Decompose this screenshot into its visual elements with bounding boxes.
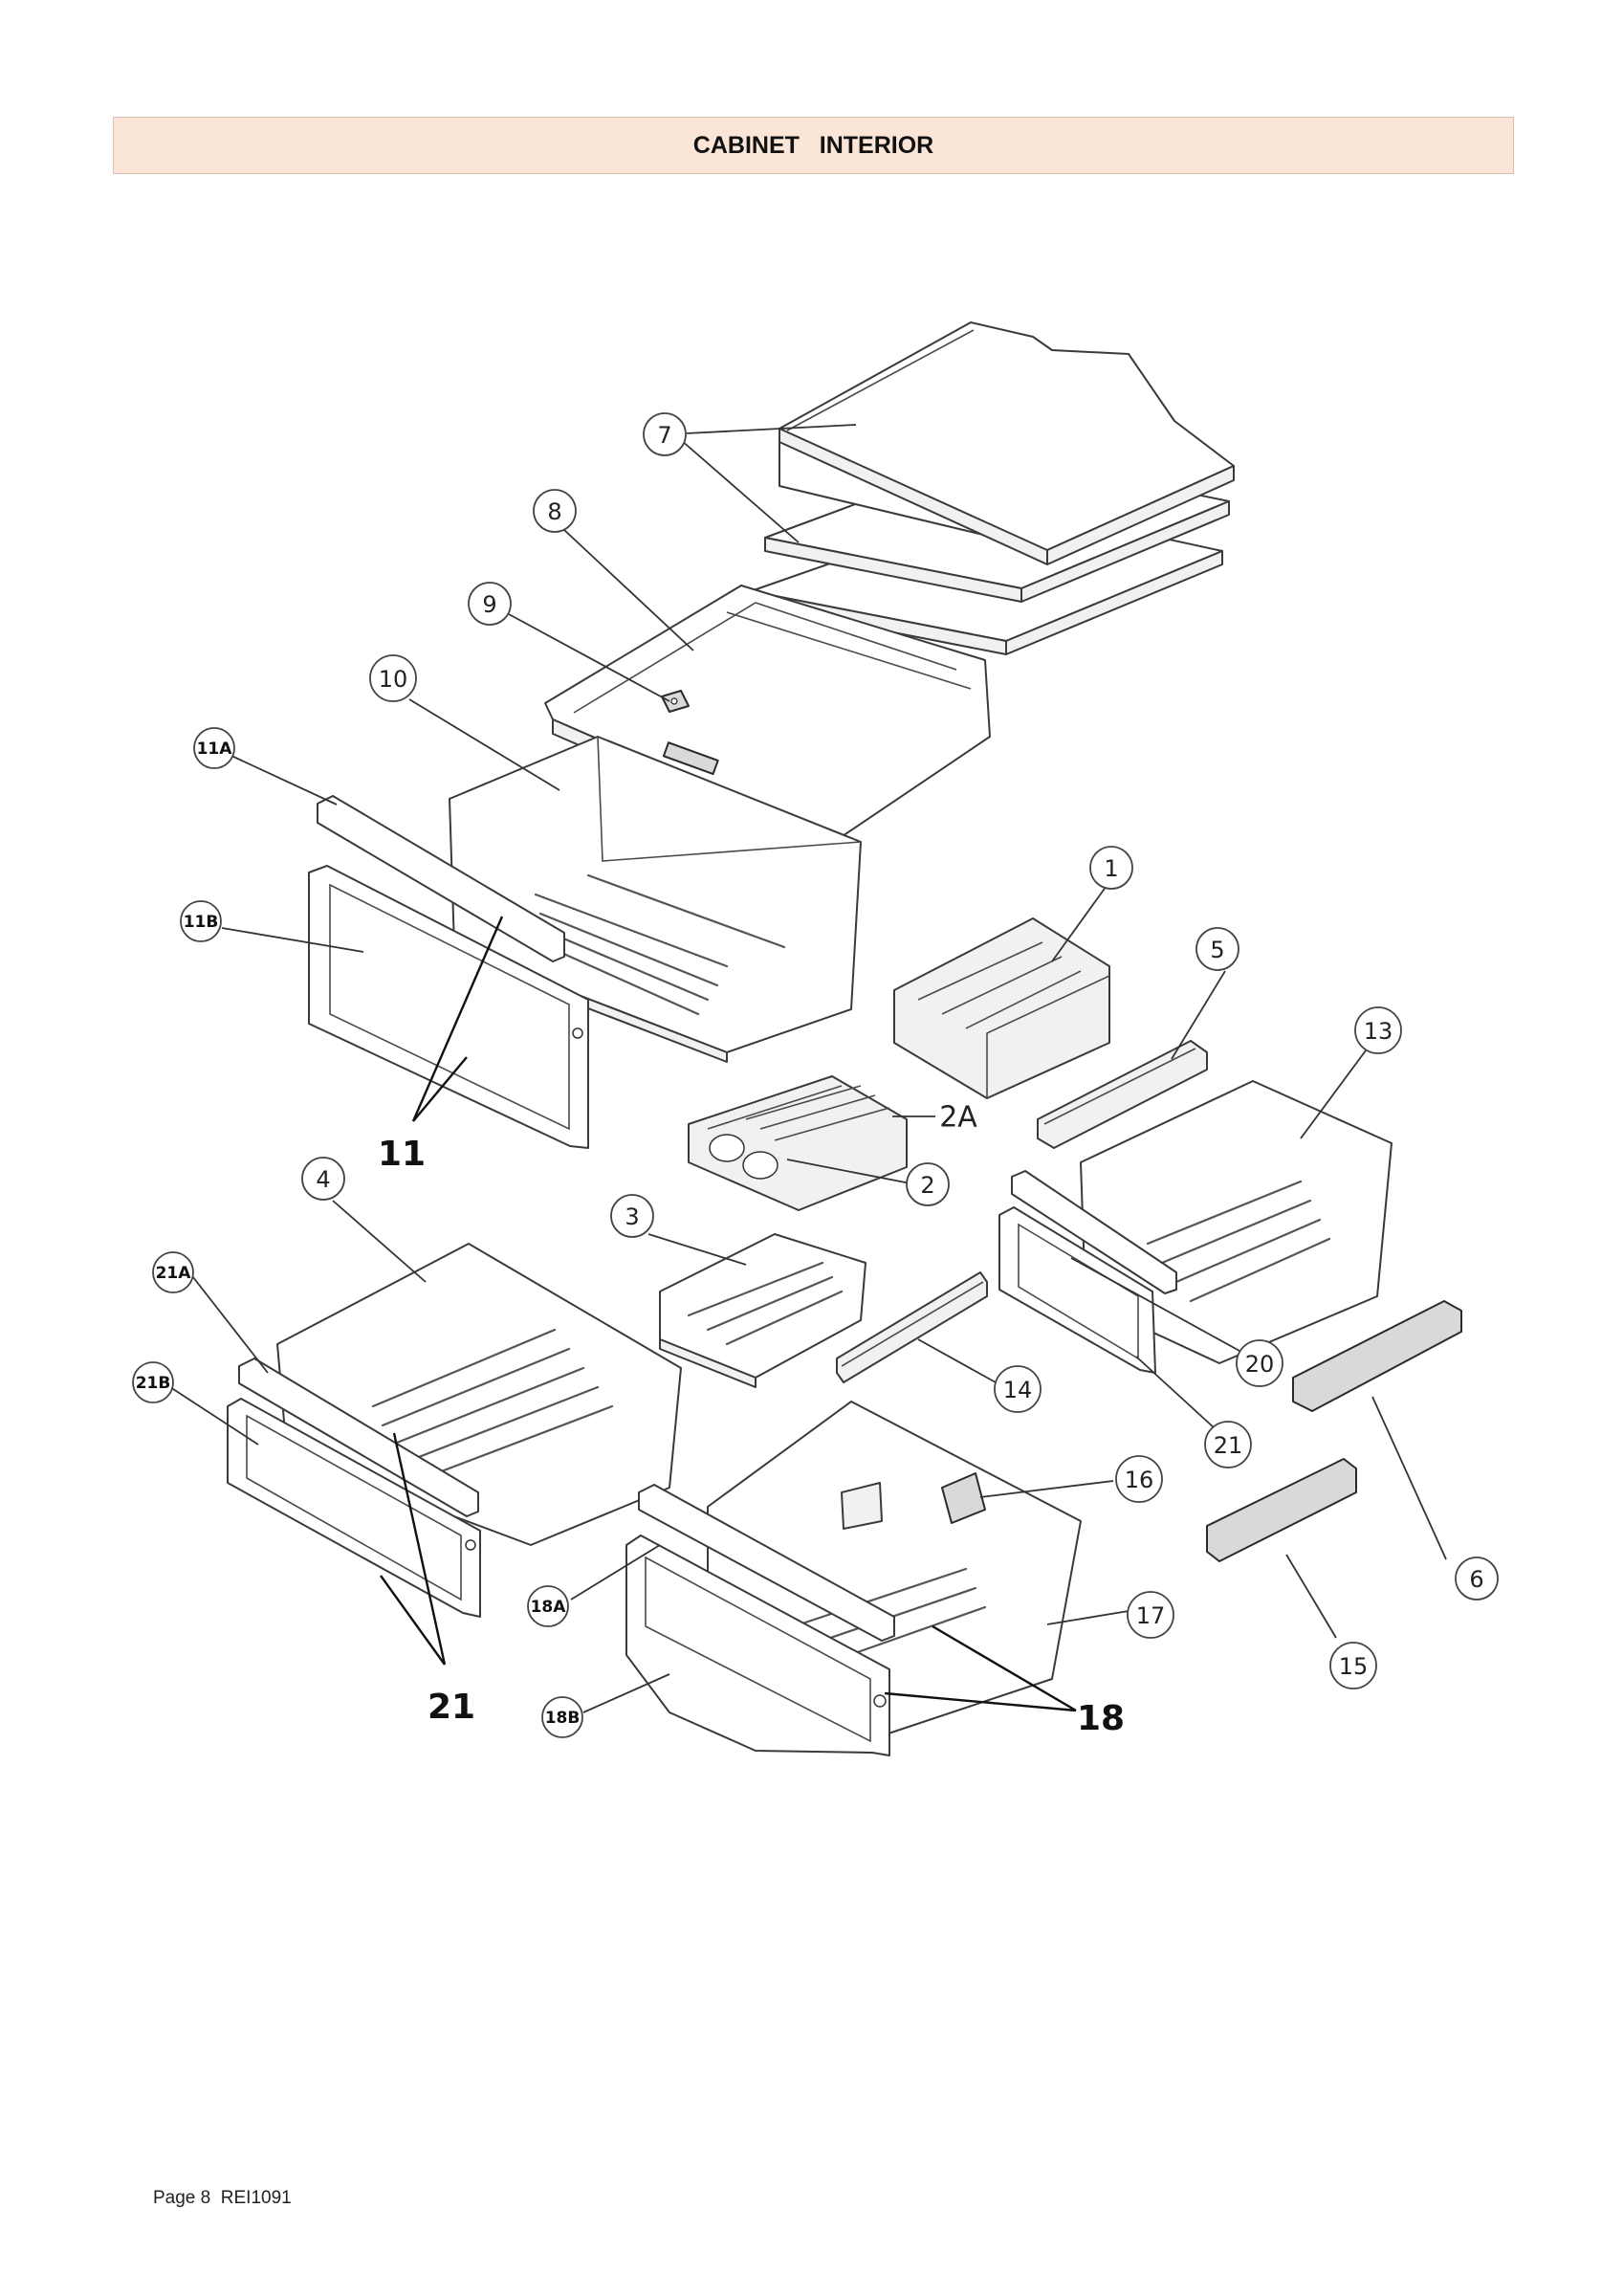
callout-21-big-label: 21 [428,1688,475,1727]
section-header: CABINET INTERIOR [113,117,1514,174]
callout-11-label: 11 [378,1135,426,1174]
callout-11a: 11A [193,727,235,769]
part-1-ice-bracket [893,917,1110,1099]
callout-5-label: 5 [1210,937,1224,963]
callout-5: 5 [1195,927,1239,971]
callout-10: 10 [369,654,417,702]
callout-3-label: 3 [625,1203,639,1230]
callout-18b-label: 18B [545,1709,581,1728]
callout-11a-label: 11A [197,740,233,759]
callout-9: 9 [468,582,512,626]
callout-6-label: 6 [1469,1566,1483,1593]
part-3-small-bin [659,1233,866,1388]
callout-17-label: 17 [1136,1602,1166,1629]
callout-11b-label: 11B [184,913,219,932]
part-14-rail [836,1271,988,1383]
callout-8-label: 8 [547,498,561,525]
callout-2-label: 2 [920,1172,934,1199]
callout-14: 14 [994,1365,1042,1413]
part-2-ice-tray [688,1075,908,1211]
part-11a-front-rail [317,795,565,962]
callout-6: 6 [1455,1556,1499,1601]
callout-15: 15 [1329,1642,1377,1689]
part-5-rail [1037,1040,1208,1149]
callout-1: 1 [1089,846,1133,890]
callout-13-label: 13 [1364,1018,1393,1045]
leader-lines [169,424,1447,1713]
callout-7-label: 7 [657,422,671,449]
callout-21b-label: 21B [136,1374,171,1393]
callout-14-label: 14 [1003,1377,1033,1403]
part-7-glass-shelves [750,321,1235,655]
callout-17: 17 [1127,1591,1174,1639]
callout-10-label: 10 [379,666,408,693]
callout-20: 20 [1236,1339,1283,1387]
part-11b-front-panel [308,865,589,1149]
callout-16: 16 [1115,1455,1163,1503]
callout-21b: 21B [132,1361,174,1403]
callout-21: 21 [1204,1421,1252,1468]
part-6-side-rail [1292,1300,1462,1412]
part-20-rail [1011,1170,1177,1294]
callout-2: 2 [906,1162,950,1206]
part-15-side-rail [1206,1458,1357,1562]
callout-8: 8 [533,489,577,533]
callout-18b: 18B [541,1696,583,1738]
callout-7: 7 [643,412,687,456]
callout-16-label: 16 [1125,1467,1154,1493]
section-title: CABINET INTERIOR [692,131,934,159]
part-21a-rail [238,1358,479,1517]
part-16-control [841,1472,986,1530]
callout-21a-label: 21A [156,1264,192,1283]
callout-18-label: 18 [1077,1699,1125,1738]
part-13-bin [1080,1080,1393,1364]
callout-21-label: 21 [1214,1432,1243,1459]
callout-2a-label: 2A [939,1101,977,1135]
callout-1-label: 1 [1104,855,1118,882]
callout-4-label: 4 [316,1166,330,1193]
callout-15-label: 15 [1339,1653,1369,1680]
part-18b-front [625,1534,890,1756]
callout-21a: 21A [152,1251,194,1293]
page-footer: Page 8 REI1091 [153,2188,292,2208]
callout-9-label: 9 [482,591,496,618]
part-10-crisper-bin [449,736,862,1063]
callout-11b: 11B [180,900,222,942]
callout-20-label: 20 [1245,1351,1275,1378]
part-9-clip [661,690,690,713]
callout-3: 3 [610,1194,654,1238]
callout-18a: 18A [527,1585,569,1627]
part-18a-rail [638,1484,895,1642]
callout-4: 4 [301,1157,345,1201]
callout-18a-label: 18A [531,1598,567,1617]
callout-13: 13 [1354,1006,1402,1054]
part-21b-front [227,1398,481,1618]
